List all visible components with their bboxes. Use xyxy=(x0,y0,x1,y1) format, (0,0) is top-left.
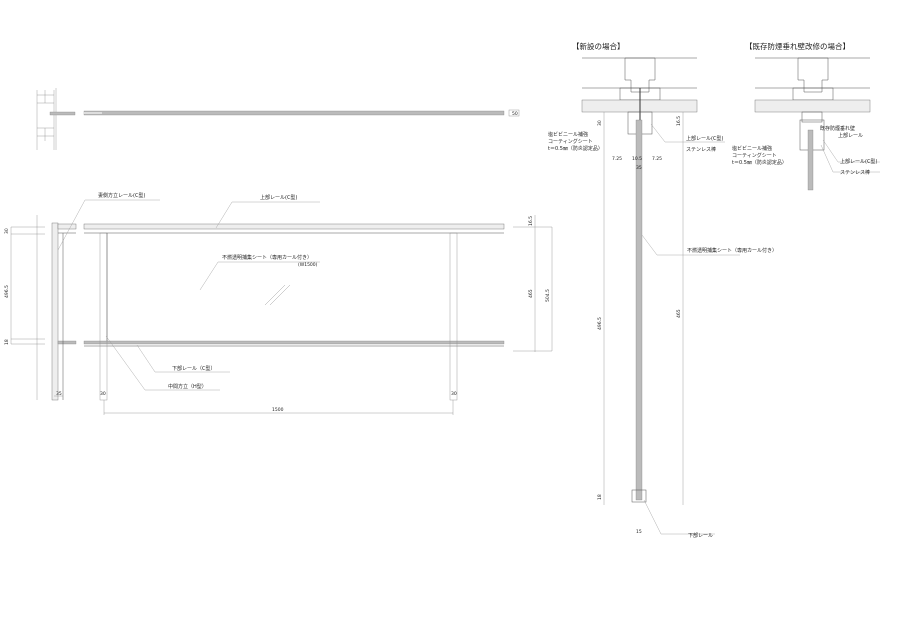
ceiling-bar xyxy=(624,57,656,93)
label-top-rail-plain: 上部レール xyxy=(838,132,863,139)
section-new: 【新設の場合】 30 16.5 7.25 10.5 7.25 35 496.5 … xyxy=(548,41,777,539)
label-ex-pvc-2: コーティングシート xyxy=(732,152,777,159)
dim-left-height: 496.5 xyxy=(4,285,10,298)
existing-wall xyxy=(801,111,823,123)
dim-top: 30 xyxy=(597,120,603,126)
dim-w2: 10.5 xyxy=(632,156,642,162)
dim-post-left: 35 xyxy=(56,391,62,397)
label-top-rail-section: 上部レール(C型) xyxy=(686,135,723,142)
label-stainless: ステンレス棒 xyxy=(686,146,716,153)
glass-mark xyxy=(264,284,286,306)
label-ex-pvc-1: 塩ビビニール補強 xyxy=(732,145,772,152)
label-bottom-rail: 下部レール（C型） xyxy=(172,365,216,372)
dim-w-total: 35 xyxy=(636,165,642,171)
bottom-rail xyxy=(57,340,77,345)
label-bottom-rail-section: 下部レール xyxy=(688,532,713,539)
dim-right-total: 504.5 xyxy=(545,289,551,302)
section-existing-title: 【既存防煙垂れ壁改修の場合】 xyxy=(745,41,850,51)
dim-width: 1500 xyxy=(272,407,284,413)
middle-post-left xyxy=(99,232,108,401)
label-top-rail: 上部レール(C型) xyxy=(260,194,297,201)
sheet-section xyxy=(635,119,643,501)
top-rail xyxy=(83,223,505,230)
dim-top-right: 16.5 xyxy=(676,116,682,126)
dim-w1: 7.25 xyxy=(612,156,622,162)
dim-height: 496.5 xyxy=(597,317,603,330)
plan-wall xyxy=(36,88,76,150)
label-pvc-3: t＝0.5㎜（防炎認定品） xyxy=(548,145,603,152)
label-existing-wall: 既存防煙垂れ壁 xyxy=(820,125,855,132)
plan-rail-end xyxy=(84,112,102,114)
dim-sheet: 465 xyxy=(676,309,682,318)
dim-bottom-w: 15 xyxy=(636,529,642,535)
plan-dim-box xyxy=(508,109,520,117)
label-ex-pvc-3: t＝0.5㎜（防炎認定品） xyxy=(732,159,787,166)
middle-post-right xyxy=(449,232,458,401)
label-width-note: (W1500) xyxy=(298,262,318,268)
dim-w3: 7.25 xyxy=(652,156,662,162)
dim-left-top: 30 xyxy=(4,228,10,234)
dim-right-sheet: 465 xyxy=(528,289,534,298)
label-sheet-section: 不燃透明捕集シート（専用カール付き） xyxy=(687,247,777,254)
label-end-post-rail: 妻側方立レール(C型) xyxy=(98,192,145,199)
bottom-rail-section xyxy=(631,489,647,503)
dim-post-right: 30 xyxy=(451,391,457,397)
plan-rail xyxy=(83,110,505,116)
section-new-title: 【新設の場合】 xyxy=(572,41,625,51)
label-pvc-1: 塩ビビニール補強 xyxy=(548,131,588,138)
label-ex-stainless: ステンレス棒 xyxy=(840,169,870,176)
dim-post-mid: 30 xyxy=(100,391,106,397)
label-sheet: 不燃透明捕集シート（専用カール付き） xyxy=(222,254,312,261)
elevation-wall xyxy=(51,222,59,401)
plan-view: 50 xyxy=(36,88,520,150)
label-pvc-2: コーティングシート xyxy=(548,138,593,145)
section-existing: 【既存防煙垂れ壁改修の場合】 既存防煙垂れ壁 上部レール 塩ビビニール補強 コー… xyxy=(732,41,880,191)
elevation-view: 30 496.5 18 妻側方立レール(C型) 上部レール(C型) 不燃透明捕集… xyxy=(4,192,553,415)
dim-left-bottom: 18 xyxy=(4,339,10,345)
plan-dim: 50 xyxy=(512,111,518,117)
dim-right-top: 16.5 xyxy=(528,216,534,226)
label-middle-post: 中間方立（H型） xyxy=(168,383,207,390)
label-ex-top-rail: 上部レール(C型) xyxy=(840,158,877,165)
dim-bottom: 18 xyxy=(597,494,603,500)
